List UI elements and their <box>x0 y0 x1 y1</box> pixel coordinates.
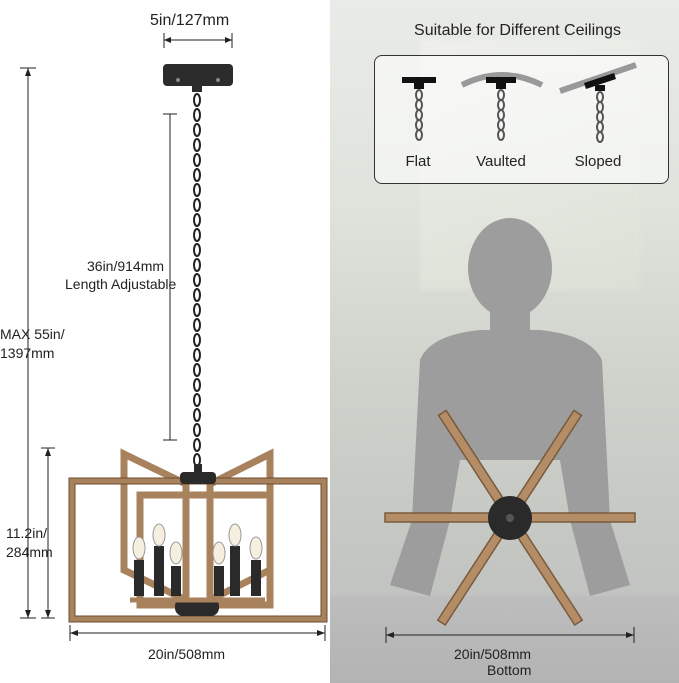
ceiling-icons <box>402 62 637 143</box>
canopy-width-label: 5in/127mm <box>150 12 230 29</box>
chandelier-diagram <box>20 33 328 641</box>
ceilings-title: Suitable for Different Ceilings <box>414 22 621 39</box>
bottom-dimension-line <box>385 627 635 643</box>
person-silhouette <box>390 218 630 596</box>
fixture-height-label-1: 11.2in/ <box>6 525 47 541</box>
bottom-label: Bottom <box>487 662 532 678</box>
ceiling-label-flat: Flat <box>405 153 431 170</box>
fixture-width-label: 20in/508mm <box>148 646 226 662</box>
sloped-ceiling-icon <box>559 62 637 143</box>
max-height-label-2: 1397mm <box>0 345 55 361</box>
ceiling-label-vaulted: Vaulted <box>476 153 526 170</box>
fixture-bottom-view <box>384 409 636 627</box>
ceiling-label-sloped: Sloped <box>574 153 622 170</box>
vaulted-ceiling-icon <box>460 72 544 141</box>
table-surface <box>330 596 679 683</box>
fixture-height-label-2: 284mm <box>6 544 53 560</box>
chain-adjustable-label: Length Adjustable <box>65 276 177 292</box>
bottom-width-label: 20in/508mm <box>454 646 532 662</box>
chain-length-label: 36in/914mm <box>87 258 165 274</box>
max-height-label-1: MAX 55in/ <box>0 326 65 342</box>
flat-ceiling-icon <box>402 77 436 141</box>
